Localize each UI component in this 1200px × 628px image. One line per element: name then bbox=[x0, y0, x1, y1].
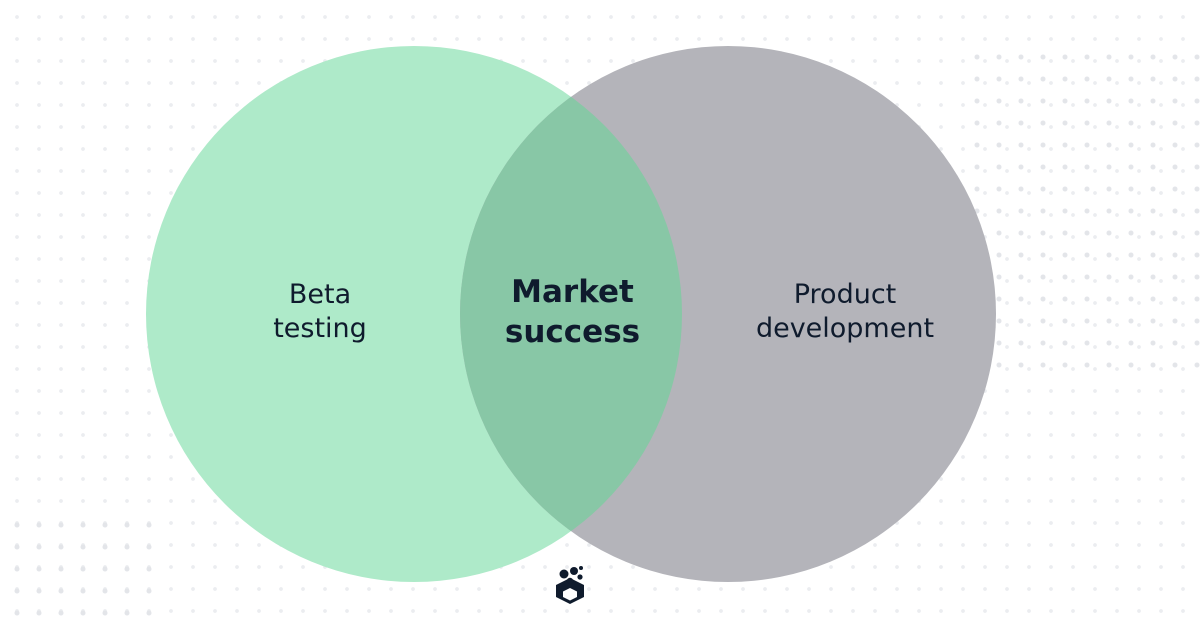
market-success-label-line2: success bbox=[504, 314, 641, 351]
market-success-intersection bbox=[460, 46, 682, 582]
product-development-label: Product development bbox=[725, 278, 965, 346]
product-development-label-line1: Product bbox=[793, 279, 897, 310]
beta-testing-label-line2: testing bbox=[273, 312, 367, 344]
market-success-label: Market success bbox=[470, 272, 675, 353]
beta-testing-label: Beta testing bbox=[220, 278, 420, 346]
market-success-label-line1: Market bbox=[511, 274, 634, 310]
beta-testing-label-line1: Beta bbox=[288, 279, 352, 310]
dot-pattern-bottom-left bbox=[0, 508, 160, 628]
product-development-label-line2: development bbox=[755, 312, 935, 344]
dot-pattern-right bbox=[960, 40, 1200, 380]
hexagon-bubbles-logo-icon bbox=[556, 566, 584, 604]
